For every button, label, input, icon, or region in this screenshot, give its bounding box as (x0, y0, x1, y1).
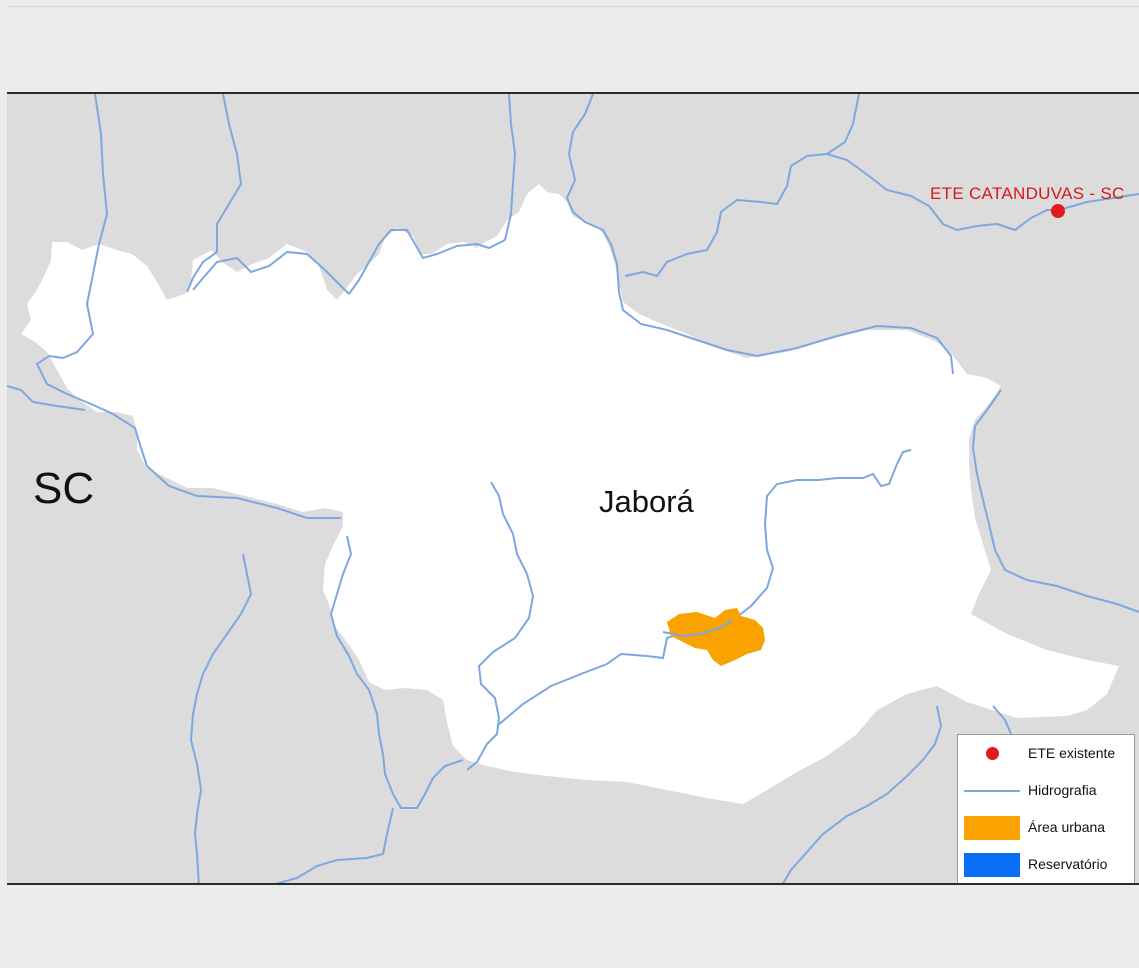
legend-item-area-urbana: Área urbana (958, 809, 1134, 847)
legend-item-ete: ETE existente (958, 735, 1134, 773)
bottom-margin (7, 885, 1139, 968)
river (565, 94, 954, 375)
legend-label: Reservatório (1028, 856, 1108, 872)
municipality-area (21, 184, 1119, 804)
river (348, 229, 506, 295)
river (466, 481, 535, 771)
map-legend: ETE existente Hidrografia Área urbana Re… (957, 734, 1135, 883)
river-line-icon (964, 790, 1020, 792)
river (35, 354, 341, 519)
urban-area (667, 608, 765, 666)
legend-item-hidrografia: Hidrografia (958, 772, 1134, 810)
ete-point-marker (1051, 204, 1065, 218)
urban-fill-icon (964, 816, 1020, 840)
river (992, 705, 1012, 735)
river (971, 389, 1139, 613)
river (662, 619, 734, 638)
top-margin (7, 6, 1139, 93)
reservoir-fill-icon (964, 853, 1020, 877)
legend-label: ETE existente (1028, 745, 1116, 761)
river (504, 94, 517, 241)
river (329, 535, 464, 809)
legend-label: Hidrografia (1028, 782, 1097, 798)
map-svg (7, 94, 1139, 883)
river (496, 449, 912, 727)
legend-item-reservatorio: Reservatório (958, 846, 1134, 883)
ete-point-label: ETE CATANDUVAS - SC (930, 184, 1125, 203)
river (275, 807, 394, 883)
legend-label: Área urbana (1028, 819, 1106, 835)
river (192, 250, 350, 295)
municipality-label: Jaborá (599, 484, 694, 519)
river-network (7, 94, 1139, 883)
red-dot-icon (986, 747, 999, 760)
river (189, 553, 253, 883)
river (186, 94, 243, 293)
state-label: SC (33, 464, 95, 513)
river (624, 94, 860, 278)
river (62, 94, 109, 359)
river (826, 153, 1139, 232)
river (7, 385, 86, 411)
river (782, 705, 943, 883)
map-canvas: SC Jaborá ETE CATANDUVAS - SC ETE existe… (7, 92, 1139, 885)
